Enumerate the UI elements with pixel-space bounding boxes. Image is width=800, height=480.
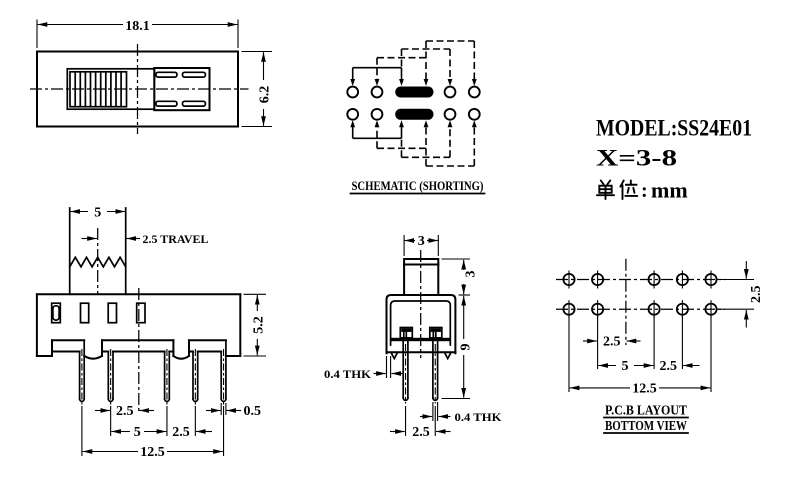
front-view-travel-label: 2.5 TRAVEL	[143, 232, 209, 246]
side-view-overall-height-label: 9	[459, 344, 474, 351]
top-view-width-label: 18.1	[125, 19, 150, 34]
side-view-frame-thickness-label: 0.4 THK	[324, 367, 372, 381]
pcb-hole2-hole3-label: 5	[622, 359, 629, 374]
front-view-total-span-label: 12.5	[140, 445, 165, 460]
front-view-bottom-dimensions: 2.5 0.5 5 2.5 12.5	[81, 403, 262, 460]
top-view-width-dimension: 18.1	[36, 19, 239, 48]
variant-label: X=3-8	[596, 146, 677, 171]
pcb-holes	[562, 270, 718, 319]
front-view-height-label: 5.2	[251, 316, 266, 334]
front-view-slots	[50, 302, 146, 324]
side-view: 3	[324, 234, 502, 440]
front-view-pin-width-label: 0.5	[244, 404, 262, 419]
side-view-pin-thickness-dimension: 0.4 THK	[420, 402, 502, 424]
front-view-knob	[68, 207, 127, 296]
front-view-travel-dimension: 2.5 TRAVEL	[81, 232, 209, 246]
side-view-knob-height-label: 3	[464, 271, 479, 278]
front-view: 5 2.5 TRAVEL	[35, 206, 266, 460]
front-view-pins	[78, 339, 227, 405]
front-view-knob-width-dimension: 5	[70, 206, 126, 221]
unit-colon: :	[641, 180, 648, 202]
pcb-row-pitch-dimension: 2.5	[716, 261, 764, 328]
schematic-bottom-links	[350, 120, 477, 167]
front-view-pin2-pin3-label: 5	[134, 425, 141, 440]
unit-label: : mm	[596, 178, 688, 203]
pcb-extension-lines	[568, 316, 712, 392]
front-view-height-dimension: 5.2	[243, 293, 266, 357]
front-view-pin3-pin4-label: 2.5	[172, 425, 190, 440]
pcb-hole-row-top	[562, 270, 718, 289]
schematic-bottom-arrowheads	[350, 120, 477, 128]
side-view-pins	[402, 340, 439, 404]
schematic-shorting-bar-top	[395, 86, 434, 98]
side-view-pin-thickness-label: 0.4 THK	[455, 410, 503, 424]
top-view-contact-slots	[155, 71, 207, 107]
unit-value: mm	[651, 178, 688, 203]
schematic-top-arrowheads	[350, 79, 477, 86]
side-view-pin-pitch-label: 2.5	[412, 425, 430, 440]
model-label: MODEL:SS24E01	[596, 116, 752, 141]
pcb-hole-pitch-dimensions: 5 2.5	[598, 359, 700, 374]
pcb-total-span-label: 12.5	[632, 381, 657, 396]
schematic-view: SCHEMATIC (SHORTING)	[346, 40, 486, 195]
title-block: MODEL:SS24E01 X=3-8	[596, 116, 752, 203]
side-view-knob-width-label: 3	[418, 234, 425, 249]
pcb-hole2-center-label: 2.5	[603, 335, 621, 350]
pcb-layout-view: 2.5 2.5 5 2.5 12.5	[556, 258, 764, 434]
schematic-contacts	[346, 85, 481, 121]
pcb-total-span-dimension: 12.5	[569, 381, 711, 396]
unit-cjk-glyphs	[596, 179, 639, 200]
top-view-height-dimension: 6.2	[241, 50, 273, 128]
top-view: 18.1 6.2	[30, 19, 273, 134]
side-view-pin-pitch-dimension: 2.5	[390, 406, 451, 440]
schematic-top-links	[350, 40, 477, 86]
schematic-caption: SCHEMATIC (SHORTING)	[352, 178, 484, 193]
side-view-contact-posts	[399, 326, 443, 339]
front-view-knob-width-label: 5	[94, 206, 101, 221]
pcb-hole3-hole4-label: 2.5	[660, 359, 678, 374]
top-view-height-label: 6.2	[258, 86, 273, 104]
pcb-hole2-center-dimension: 2.5	[583, 335, 641, 350]
side-view-frame-thickness-dimension: 0.4 THK	[324, 356, 404, 381]
top-view-knob-plate	[69, 70, 128, 108]
front-view-pin2-center-label: 2.5	[116, 404, 134, 419]
top-view-contact-block	[153, 67, 211, 112]
pcb-caption-line1: P.C.B LAYOUT	[605, 403, 687, 418]
side-view-height-dimensions: 3 9	[441, 258, 479, 400]
schematic-shorting-bar-bottom	[395, 108, 434, 120]
pcb-caption-line2: BOTTOM VIEW	[605, 418, 687, 433]
top-view-knob-serrations	[74, 70, 122, 108]
side-view-knob-width-dimension: 3	[403, 234, 439, 256]
pcb-row-pitch-label: 2.5	[749, 286, 764, 304]
